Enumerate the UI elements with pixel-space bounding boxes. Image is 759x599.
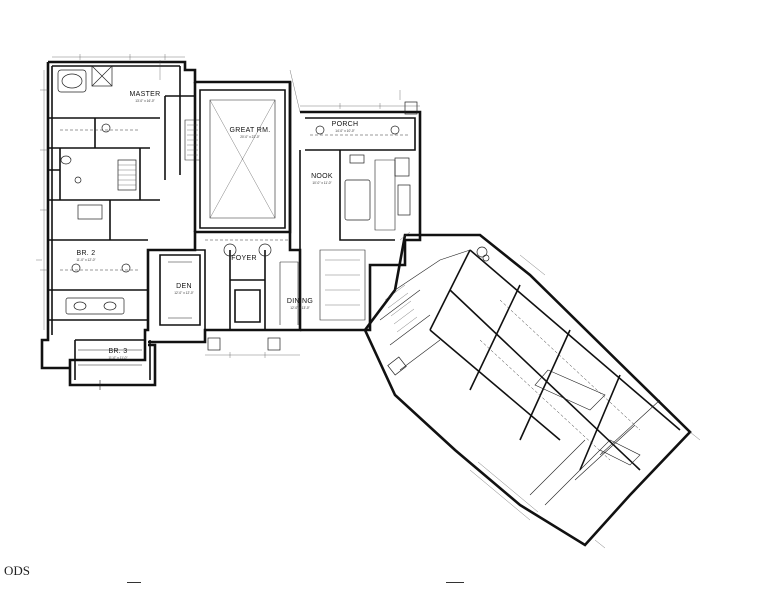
room-label-great: GREAT RM.	[230, 127, 271, 134]
watermark-text: ODS	[4, 563, 31, 578]
svg-text:10'-0" x 11'-0": 10'-0" x 11'-0"	[312, 181, 331, 185]
room-label-dining: DINING	[287, 298, 313, 305]
room-label-den: DEN	[176, 283, 192, 290]
kitchen-nook-block: PORCH 14'-0" x 10'-0" NOOK 10'-0" x 11'-…	[299, 101, 422, 332]
construction-lines	[36, 60, 401, 261]
room-label-bed3: BR. 3	[108, 348, 127, 355]
left-wing: MASTER 13'-0" x 16'-0" BR. 2 11'-0" x 12…	[40, 54, 292, 390]
center-block: GREAT RM. 20'-0" x 22'-0" DEN 12'-0" x 1…	[148, 82, 313, 358]
svg-text:20'-0" x 22'-0": 20'-0" x 22'-0"	[240, 135, 260, 139]
svg-text:12'-0" x 12'-0": 12'-0" x 12'-0"	[174, 291, 194, 295]
svg-text:11'-0" x 11'-0": 11'-0" x 11'-0"	[108, 356, 127, 360]
svg-text:11'-0" x 12'-0": 11'-0" x 12'-0"	[76, 258, 95, 262]
room-label-master: MASTER	[130, 91, 161, 98]
room-label-foyer: FOYER	[231, 255, 257, 262]
room-label-porch: PORCH	[332, 121, 359, 128]
room-label-bed2: BR. 2	[76, 250, 95, 257]
room-label-nook: NOOK	[311, 173, 333, 180]
svg-text:12'-0" x 13'-0": 12'-0" x 13'-0"	[290, 306, 310, 310]
svg-text:13'-0" x 16'-0": 13'-0" x 16'-0"	[135, 99, 155, 103]
garage-wing	[363, 231, 701, 549]
scale-tick-right	[446, 582, 464, 583]
svg-text:14'-0" x 10'-0": 14'-0" x 10'-0"	[335, 129, 355, 133]
scale-tick-left	[127, 582, 141, 583]
